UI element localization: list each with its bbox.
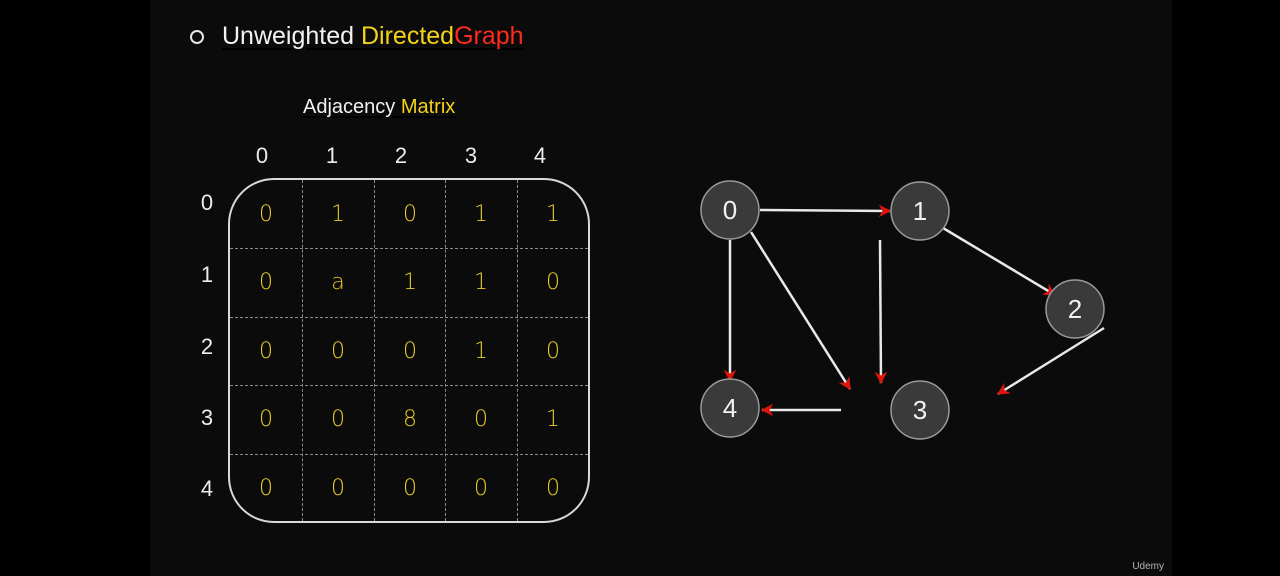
node-label: 2 [1068, 294, 1082, 324]
graph-node: 4 [700, 378, 760, 438]
graph-node: 3 [890, 380, 950, 440]
watermark: Udemy [1132, 561, 1164, 572]
row-label: 4 [200, 476, 214, 501]
matrix-cell: 0 [259, 407, 273, 432]
matrix-cell: 0 [259, 270, 273, 295]
grid-line [230, 248, 588, 249]
row-label: 3 [200, 405, 214, 430]
title-row: Unweighted DirectedGraph [190, 22, 524, 51]
heading-matrix: Matrix [400, 96, 456, 118]
matrix-cell: 0 [403, 476, 417, 501]
column-label: 1 [325, 143, 339, 168]
title-word-unweighted: Unweighted [222, 22, 355, 50]
node-label: 1 [913, 196, 927, 226]
row-label: 2 [200, 334, 214, 359]
grid-line [517, 180, 518, 521]
matrix-cell: 0 [259, 202, 273, 227]
adjacency-matrix: 0 1 0 1 1 0 a 1 1 0 0 0 0 1 0 0 0 8 0 1 … [228, 178, 590, 523]
edge-1-2 [942, 226, 1057, 297]
edge-1-3 [874, 239, 888, 385]
column-label: 4 [533, 143, 547, 168]
grid-line [230, 385, 588, 386]
matrix-cell: 0 [474, 407, 488, 432]
node-label: 0 [723, 195, 737, 225]
edge-0-1 [759, 204, 892, 218]
matrix-cell: 0 [259, 476, 273, 501]
matrix-cell: 0 [546, 270, 560, 295]
matrix-cell: 0 [259, 339, 273, 364]
grid-line [445, 180, 446, 521]
grid-line [302, 180, 303, 521]
matrix-cell: 1 [474, 270, 488, 295]
column-label: 2 [394, 143, 408, 168]
slide-title: Unweighted DirectedGraph [222, 22, 524, 51]
matrix-cell: 0 [331, 407, 345, 432]
matrix-cell: 0 [403, 202, 417, 227]
matrix-cell: 0 [546, 339, 560, 364]
edge-0-3 [749, 231, 852, 391]
matrix-cell: 1 [403, 270, 417, 295]
matrix-cell: 1 [474, 339, 488, 364]
graph-node: 0 [700, 180, 760, 240]
matrix-cell: 1 [546, 407, 560, 432]
node-label: 4 [723, 393, 737, 423]
heading-adjacency: Adjacency [303, 96, 396, 118]
matrix-cell: 8 [403, 407, 417, 432]
title-word-directed: Directed [360, 22, 455, 50]
row-label: 1 [200, 262, 214, 287]
node-label: 3 [913, 395, 927, 425]
grid-line [230, 454, 588, 455]
bullet-icon [190, 29, 204, 44]
graph-node: 2 [1045, 279, 1105, 339]
matrix-cell: 0 [331, 476, 345, 501]
slide: Unweighted DirectedGraph Adjacency Matri… [150, 0, 1172, 576]
matrix-cell: a [331, 270, 345, 295]
matrix-cell: 1 [331, 202, 345, 227]
row-label: 0 [200, 190, 214, 215]
grid-line [230, 317, 588, 318]
grid-line [374, 180, 375, 521]
graph-node: 1 [890, 181, 950, 241]
title-word-graph: Graph [454, 22, 524, 50]
matrix-cell: 0 [474, 476, 488, 501]
matrix-cell: 1 [546, 202, 560, 227]
edge-2-3 [996, 326, 1105, 396]
column-label: 3 [464, 143, 478, 168]
matrix-cell: 0 [546, 476, 560, 501]
matrix-cell: 1 [474, 202, 488, 227]
directed-graph: 0 1 2 3 4 [700, 180, 1105, 440]
matrix-cell: 0 [403, 339, 417, 364]
column-label: 0 [255, 143, 269, 168]
matrix-heading: Adjacency Matrix [303, 96, 455, 119]
matrix-cell: 0 [331, 339, 345, 364]
